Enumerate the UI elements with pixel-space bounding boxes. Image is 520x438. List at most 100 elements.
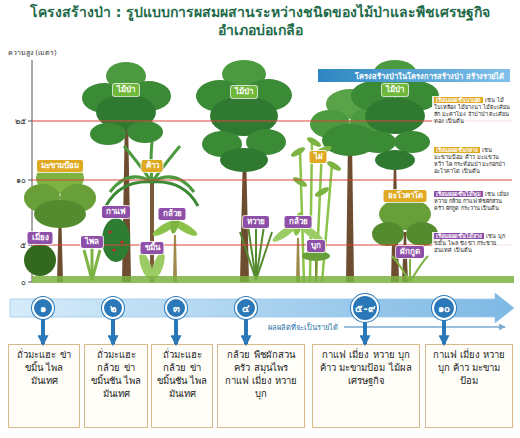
mid-canopy-tree (34, 200, 86, 228)
coffee-shrub (112, 248, 115, 251)
plant-name: กาแฟ (106, 207, 126, 216)
coffee-shrub (120, 240, 123, 243)
plant-tag: ไม้ป่า (382, 84, 408, 96)
plant-name: เมี่ยง (32, 233, 49, 242)
legend-banner: โครงสร้างป่าในโครงการสร้างป่า สร้างรายได… (318, 69, 510, 82)
coffee-shrub (102, 218, 130, 262)
canopy-layer-box: เรือนยอดชั้นบนสุดเช่น ไม้ใบเหลือง ไม้ยาง… (432, 96, 512, 126)
plant-name: บุก (311, 241, 321, 250)
plant-name: ไม้ป่า (386, 85, 404, 94)
plant-tag: กล้วย (159, 208, 186, 220)
plant-name: หวาย (247, 217, 265, 226)
plant-tag: ไผ่ (310, 151, 327, 163)
plant-tag: บุก (307, 240, 325, 252)
arrow-connector (244, 319, 248, 344)
produce-list: กล้วย พืชผักสวนครัว สมุนไพร กาแฟ เมี่ยง … (221, 348, 301, 400)
plant-tag: ไม้ป่า (113, 84, 139, 96)
plant-name: ไพล (85, 237, 99, 246)
year-circle: ๕-๙ (351, 294, 379, 322)
produce-list: ถั่วมะแฮะ กล้วย ข่า ขมิ้นชัน ไพล มันเทศ (155, 348, 209, 400)
layer-heading: เรือนยอดชั้นไม้พุ่ม (434, 191, 483, 197)
tall-forest-tree (196, 60, 292, 282)
flow-label: ผลผลิตที่จะเป็นรายได้ (268, 321, 338, 333)
rattan-plant (240, 232, 256, 280)
banana-plant (271, 211, 326, 282)
plant-name: ค้าว (146, 161, 159, 170)
tick-label: ๒๕ (15, 115, 26, 128)
produce-list: กาแฟ เมี่ยง หวาย บุก ค้าว มะขามป้อม ไม้ผ… (316, 348, 416, 387)
timeline-bar (10, 293, 514, 323)
canopy-height-line (32, 121, 512, 245)
plant-tag: อะโวคาโด (384, 190, 427, 202)
layer-heading: เรือนยอดชั้นบนสุด (434, 97, 483, 103)
tall-forest-tree (220, 148, 268, 172)
ginger-plant (84, 246, 100, 280)
coffee-shrub (108, 230, 111, 233)
tick-label: ๕ (20, 239, 26, 252)
ginger-plant (92, 250, 100, 280)
timeline-bar (10, 293, 514, 323)
plant-name: อะโวคาโด (388, 191, 423, 200)
tea-shrub (24, 244, 56, 276)
plant-name: ผักกูด (400, 247, 420, 256)
layer-heading: เรือนยอดชั้นกลาง (434, 147, 480, 153)
rattan-plant (248, 226, 256, 280)
plant-tag: ขมิ้น (141, 242, 164, 254)
plant-name: ไม้ป่า (235, 87, 253, 96)
arrow-connector (442, 320, 446, 344)
produce-box: กาแฟ เมี่ยง หวาย บุก ค้าว มะขามป้อม (425, 344, 513, 428)
year-number: ๑๐ (438, 301, 450, 316)
plant-tag: มะขามป้อม (37, 160, 83, 172)
arrow-connector (111, 319, 115, 344)
year-circle: ๒ (102, 297, 124, 319)
produce-box: กล้วย พืชผักสวนครัว สมุนไพร กาแฟ เมี่ยง … (217, 344, 305, 428)
plant-name: ขมิ้น (145, 243, 160, 252)
arrow-connector (41, 319, 45, 344)
produce-list: ถั่วมะแฮะ กล้วย ข่า ขมิ้นชัน ไพล มันเทศ (88, 348, 144, 400)
year-circle: ๑๐ (432, 296, 456, 320)
plant-name: มะขามป้อม (41, 161, 79, 170)
tick-label: ๐ (21, 276, 26, 289)
produce-list: ถั่วมะแฮะ ข่า ขมิ้น ไพล มันเทศ (12, 348, 76, 387)
year-circle: ๑ (32, 297, 54, 319)
bamboo-clump (326, 159, 343, 172)
rattan-plant (256, 226, 264, 280)
height-axis (28, 121, 32, 122)
konjac-plant (302, 251, 330, 261)
plant-tag: ไม้ป่า (231, 86, 257, 98)
tick-label: ๑๐ (16, 174, 26, 187)
axis-title: ความสูง (เมตร) (8, 47, 57, 58)
ground-strip (32, 276, 514, 283)
income-arrow (344, 327, 505, 328)
avocado-tree (372, 198, 438, 282)
plant-name: ไม้ป่า (117, 85, 135, 94)
canopy-layer-box: เรือนยอดชั้นกลางเช่น มะขามป้อม ค้าว มะแข… (432, 146, 512, 176)
bamboo-clump (290, 135, 343, 282)
bamboo-clump (322, 165, 332, 282)
height-axis (28, 180, 32, 181)
plant-tag: เมี่ยง (28, 232, 53, 244)
tall-forest-tree (365, 98, 425, 134)
tea-shrub (24, 244, 56, 276)
year-number: ๔ (242, 301, 250, 316)
height-axis (28, 245, 32, 246)
year-number: ๓ (173, 301, 180, 316)
plant-tag: กล้วย (285, 216, 312, 228)
plant-name: กล้วย (163, 209, 182, 218)
rattan-plant (240, 222, 272, 280)
year-circle: ๔ (235, 297, 257, 319)
rattan-plant (256, 232, 272, 280)
ground-strip (32, 276, 514, 283)
arrow-connector (174, 319, 178, 344)
plant-name: ไผ่ (314, 152, 323, 161)
tall-forest-tree (351, 60, 439, 282)
produce-list: กาแฟ เมี่ยง หวาย บุก ค้าว มะขามป้อม (429, 348, 509, 387)
produce-box: ถั่วมะแฮะ กล้วย ข่า ขมิ้นชัน ไพล มันเทศ (151, 344, 213, 428)
produce-box: กาแฟ เมี่ยง หวาย บุก ค้าว มะขามป้อม ไม้ผ… (312, 344, 420, 428)
income-arrow (344, 326, 505, 328)
tall-forest-tree (127, 121, 163, 143)
layer-heading: เรือนยอดชั้นไม้ล่าง (434, 233, 484, 239)
produce-box: ถั่วมะแฮะ ข่า ขมิ้น ไพล มันเทศ (8, 344, 80, 428)
